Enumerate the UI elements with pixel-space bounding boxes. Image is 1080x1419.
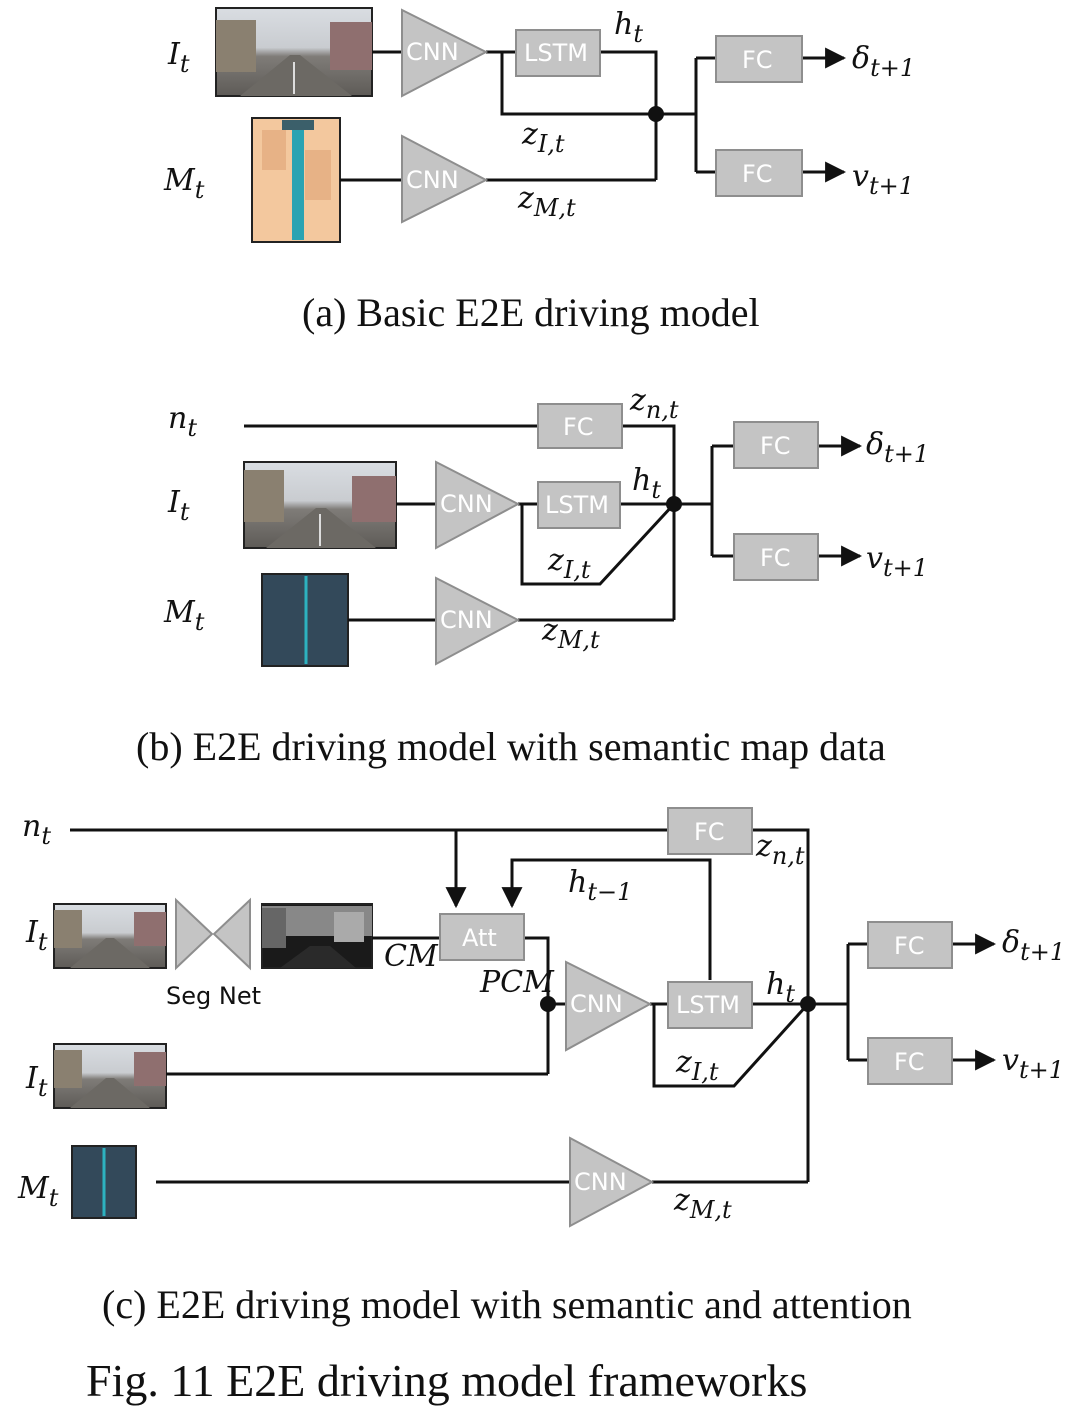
segnet-label: Seg Net xyxy=(166,982,261,1010)
input-I1-label-c: It xyxy=(25,915,48,956)
caption-b: (b) E2E driving model with semantic map … xyxy=(136,724,886,769)
zI-label-a: zI,t xyxy=(521,117,565,158)
delta-label-a: δt+1 xyxy=(852,41,915,82)
wires-a xyxy=(340,47,847,183)
caption-c: (c) E2E driving model with semantic and … xyxy=(102,1282,912,1327)
v-label-c: vt+1 xyxy=(1002,1043,1064,1084)
svg-text:LSTM: LSTM xyxy=(524,39,588,67)
fc-n-block-c: FC xyxy=(667,807,753,855)
camera-image-b xyxy=(243,461,397,549)
segnet-shape xyxy=(175,897,251,971)
att-block: Att xyxy=(439,913,525,961)
input-I-label-b: It xyxy=(167,485,190,526)
camera-image-c2 xyxy=(53,1043,167,1109)
zM-label-b: zM,t xyxy=(541,613,600,654)
fc-block-c1: FC xyxy=(867,921,953,969)
hprev-label-c: ht−1 xyxy=(568,865,632,906)
svg-text:Att: Att xyxy=(462,924,497,952)
wires-c xyxy=(70,828,997,1184)
cm-label: CM xyxy=(384,939,439,974)
zM-label-c: zM,t xyxy=(673,1183,732,1224)
cnn-block-a2: CNN xyxy=(401,134,489,224)
zI-label-b: zI,t xyxy=(547,543,591,584)
svg-text:LSTM: LSTM xyxy=(545,491,609,519)
svg-text:FC: FC xyxy=(894,932,925,960)
input-M-label-b: Mt xyxy=(163,595,205,636)
input-I-label: It xyxy=(167,37,190,78)
input-I2-label-c: It xyxy=(25,1061,48,1102)
camera-image-a xyxy=(215,7,373,97)
h-label-a: ht xyxy=(614,7,643,48)
caption-a: (a) Basic E2E driving model xyxy=(302,290,760,335)
zn-label-b: zn,t xyxy=(629,383,679,424)
pcm-label: PCM xyxy=(479,965,555,1000)
v-label-b: vt+1 xyxy=(866,541,928,582)
svg-text:FC: FC xyxy=(742,160,773,188)
svg-text:FC: FC xyxy=(760,432,791,460)
h-label-b: ht xyxy=(632,463,661,504)
svg-text:CNN: CNN xyxy=(440,606,493,634)
fc-block-a1: FC xyxy=(715,35,803,83)
cnn-block-a1: CNN xyxy=(401,8,489,98)
fc-block-c2: FC xyxy=(867,1037,953,1085)
svg-text:FC: FC xyxy=(563,413,594,441)
svg-text:FC: FC xyxy=(894,1048,925,1076)
svg-text:CNN: CNN xyxy=(406,166,459,194)
input-M-label: Mt xyxy=(163,163,205,204)
segmentation-image xyxy=(261,903,373,969)
fc-n-block-b: FC xyxy=(537,403,623,449)
panel-c: nt It It Mt Seg Net xyxy=(17,807,1065,1327)
delta-label-b: δt+1 xyxy=(866,427,929,468)
svg-text:CNN: CNN xyxy=(440,490,493,518)
fc-block-a2: FC xyxy=(715,149,803,197)
lstm-block-b: LSTM xyxy=(537,481,621,529)
map-image-c xyxy=(71,1145,137,1219)
cnn-block-c1: CNN xyxy=(565,960,653,1052)
input-n-label-c: nt xyxy=(22,809,51,850)
input-n-label-b: nt xyxy=(168,401,197,442)
camera-image-c1 xyxy=(53,903,167,969)
h-label-c: ht xyxy=(766,967,795,1008)
svg-text:CNN: CNN xyxy=(574,1168,627,1196)
panel-b: nt It Mt FC CNN xyxy=(136,383,929,769)
input-M-label-c: Mt xyxy=(17,1171,59,1212)
svg-text:CNN: CNN xyxy=(406,38,459,66)
figure-title: Fig. 11 E2E driving model frameworks xyxy=(86,1355,807,1406)
panel-a: It Mt CNN CNN LSTM xyxy=(163,7,915,335)
cnn-block-b2: CNN xyxy=(435,576,521,666)
svg-text:FC: FC xyxy=(694,818,725,846)
svg-text:CNN: CNN xyxy=(570,990,623,1018)
lstm-block-a: LSTM xyxy=(515,29,601,77)
svg-text:FC: FC xyxy=(760,544,791,572)
svg-text:FC: FC xyxy=(742,46,773,74)
zn-label-c: zn,t xyxy=(755,829,805,870)
zI-label-c: zI,t xyxy=(675,1045,719,1086)
svg-text:LSTM: LSTM xyxy=(676,991,740,1019)
wires-b xyxy=(244,424,863,622)
cnn-block-c2: CNN xyxy=(569,1136,655,1228)
delta-label-c: δt+1 xyxy=(1002,925,1065,966)
cnn-block-b1: CNN xyxy=(435,460,521,550)
map-image-b xyxy=(261,573,349,667)
lstm-block-c: LSTM xyxy=(667,981,753,1029)
fc-block-b1: FC xyxy=(733,421,819,469)
map-image-a xyxy=(251,117,341,243)
zM-label-a: zM,t xyxy=(517,181,576,222)
fc-block-b2: FC xyxy=(733,533,819,581)
v-label-a: vt+1 xyxy=(852,159,914,200)
